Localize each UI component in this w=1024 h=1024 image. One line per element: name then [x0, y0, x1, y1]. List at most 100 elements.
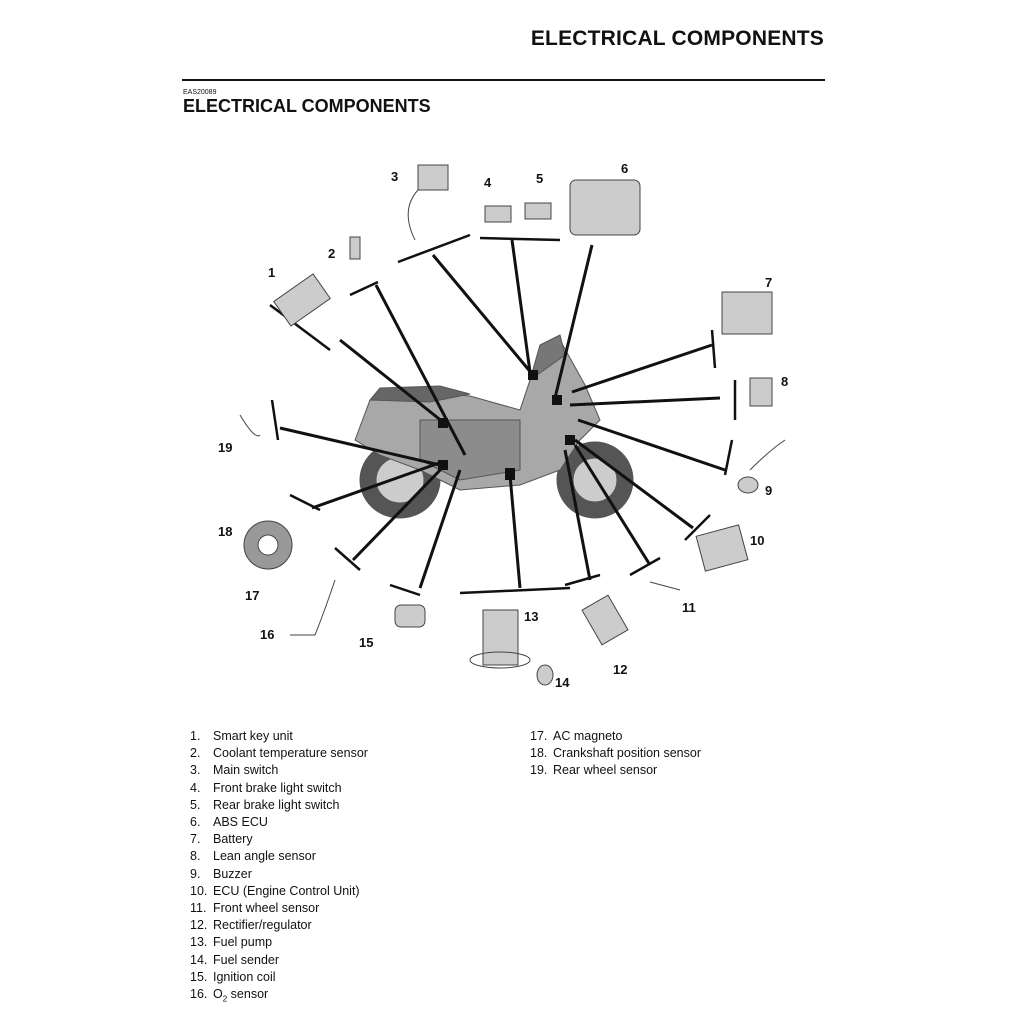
component-sketches [239, 164, 786, 686]
legend-label: Smart key unit [213, 729, 293, 743]
legend-column-2: 17.AC magneto 18. Crankshaft position sen… [530, 728, 701, 780]
legend-item: 6. ABS ECU [190, 814, 368, 831]
legend-num: 9. [190, 866, 201, 881]
legend-item: 1. Smart key unit [190, 728, 368, 745]
legend-label: Fuel pump [213, 935, 273, 950]
header-rule [182, 79, 825, 81]
legend-label: O2 sensor [213, 986, 268, 1008]
running-header-title: ELECTRICAL COMPONENTS [530, 27, 824, 50]
callout-11: 11 [682, 600, 696, 615]
legend-num: 19. [530, 763, 548, 778]
section-title: ELECTRICAL COMPONENTS [183, 96, 431, 116]
legend-column-1: 1. Smart key unit 2.Coolant temperature s… [190, 728, 368, 1008]
legend-num: 1. [190, 729, 201, 743]
legend-num: 10. [190, 883, 208, 898]
front-wheel-sensor-icon [649, 581, 681, 591]
legend-num: 2. [190, 746, 201, 761]
legend-num: 12. [190, 918, 208, 933]
legend-label: Battery [213, 832, 253, 847]
legend-num: 15. [190, 969, 208, 984]
callout-9: 9 [765, 483, 772, 498]
buzzer-icon [737, 476, 759, 494]
callout-7: 7 [765, 275, 772, 290]
legend-label: Front brake light switch [213, 780, 342, 795]
legend-item: 10. ECU (Engine Control Unit) [190, 883, 368, 900]
legend-item: 13. Fuel pump [190, 934, 368, 951]
rectifier-icon [581, 594, 629, 646]
legend-num: 16. [190, 987, 208, 1002]
legend-item: 11. Front wheel sensor [190, 900, 368, 917]
legend-label: ABS ECU [213, 815, 268, 830]
legend-label: Lean angle sensor [213, 849, 316, 864]
legend-item: 2.Coolant temperature sensor [190, 745, 368, 762]
callout-frames [269, 233, 737, 597]
legend-num: 5. [190, 797, 201, 812]
legend-label: Rectifier/regulator [213, 918, 312, 933]
callout-12: 12 [613, 662, 627, 677]
legend-num: 4. [190, 780, 201, 795]
legend-item: 7. Battery [190, 831, 368, 848]
legend-num: 3. [190, 763, 201, 778]
callout-5: 5 [536, 171, 543, 186]
callout-1: 1 [268, 265, 275, 280]
callout-3: 3 [391, 169, 398, 184]
abs-ecu-icon [569, 179, 641, 236]
lean-angle-sensor-icon [749, 377, 773, 407]
legend-label: Rear wheel sensor [553, 763, 658, 778]
fuel-sender-icon [536, 664, 554, 686]
legend-num: 8. [190, 849, 201, 864]
legend-item: 9.Buzzer [190, 866, 368, 883]
rear-brake-switch-icon [524, 202, 552, 220]
callout-16: 16 [260, 627, 274, 642]
callout-10: 10 [750, 533, 764, 548]
legend-item: 12. Rectifier/regulator [190, 917, 368, 934]
legend-num: 14. [190, 952, 208, 967]
ignition-coil-icon [394, 604, 426, 628]
legend-num: 11. [190, 901, 207, 916]
main-switch-icon [417, 164, 449, 191]
legend-label: Crankshaft position sensor [553, 746, 701, 761]
callout-8: 8 [781, 374, 788, 389]
rear-wheel-sensor-icon [239, 414, 261, 437]
callout-6: 6 [621, 161, 628, 176]
battery-icon [721, 291, 773, 335]
smart-key-unit-icon [273, 273, 331, 327]
legend-item: 5. Rear brake light switch [190, 797, 368, 814]
legend-label: Fuel sender [213, 952, 280, 967]
callout-numbers: 1 2 3 4 5 6 7 8 9 10 11 12 13 14 15 16 1… [218, 161, 788, 690]
legend-label-subscript: 2 [222, 994, 228, 1004]
legend-num: 13. [190, 935, 208, 950]
legend-item: 4. Front brake light switch [190, 780, 368, 797]
callout-13: 13 [524, 609, 538, 624]
legend-item: 16. O2 sensor [190, 986, 368, 1008]
legend-label-prefix: O [213, 987, 223, 1002]
coolant-sensor-icon [349, 236, 361, 260]
scooter-illustration [354, 334, 634, 519]
callout-19: 19 [218, 440, 232, 455]
callout-4: 4 [484, 175, 492, 190]
callout-17: 17 [245, 588, 259, 603]
legend-num: 18. [530, 746, 548, 761]
legend-item: 3.Main switch [190, 762, 368, 779]
legend-label: Rear brake light switch [213, 797, 340, 812]
leader-lines [279, 239, 726, 589]
callout-14: 14 [555, 675, 570, 690]
legend-label: ECU (Engine Control Unit) [213, 883, 360, 898]
legend-num: 7. [190, 832, 201, 847]
front-brake-switch-icon [484, 205, 512, 223]
callout-18: 18 [218, 524, 232, 539]
legend-label: Ignition coil [213, 969, 276, 984]
legend-label: Front wheel sensor [213, 901, 320, 916]
legend-num: 6. [190, 815, 201, 830]
callout-2: 2 [328, 246, 335, 261]
legend-label-suffix: sensor [227, 987, 269, 1002]
legend-label: AC magneto [553, 729, 623, 743]
legend-item: 19. Rear wheel sensor [530, 762, 701, 779]
callout-15: 15 [359, 635, 373, 650]
legend-item: 8. Lean angle sensor [190, 848, 368, 865]
fuel-pump-icon [482, 609, 519, 666]
o2-sensor-icon [290, 579, 336, 636]
ecu-icon [695, 524, 749, 572]
legend-item: 17.AC magneto [530, 728, 701, 745]
